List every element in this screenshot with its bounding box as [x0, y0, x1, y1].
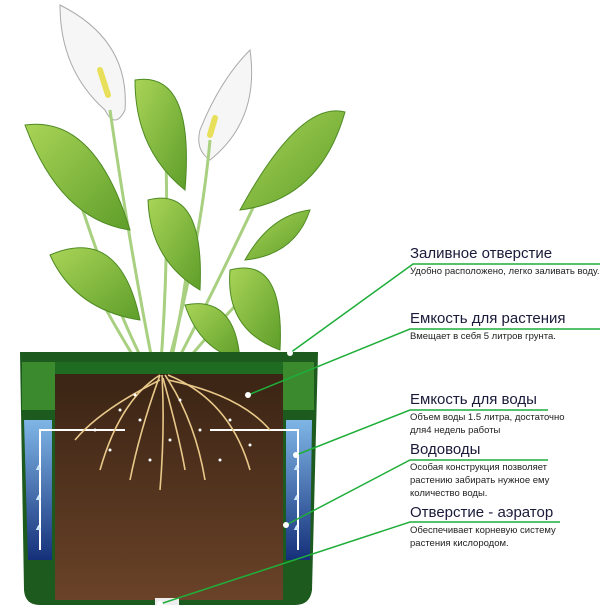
soil-granules	[93, 393, 252, 462]
plant-leaves	[24, 78, 346, 361]
svg-text:▲: ▲	[34, 492, 43, 502]
roots	[74, 374, 271, 491]
soil	[55, 372, 283, 600]
leader-lines	[159, 263, 600, 605]
callout-description: Вмещает в себя 5 литров грунта.	[410, 331, 556, 342]
callout-fill-hole: Заливное отверстие Удобно расположено, л…	[410, 245, 600, 278]
callout-title: Отверстие - аэратор	[410, 504, 554, 521]
callout-description: Обеспечивает корневую систему растения к…	[410, 525, 556, 549]
pot: ▲ ▲ ▲ ▲ ▲ ▲	[20, 352, 318, 605]
callout-aerator-hole: Отверстие - аэратор Обеспечивает корневу…	[410, 504, 570, 550]
callout-title: Водоводы	[410, 441, 481, 458]
svg-text:▲: ▲	[292, 492, 301, 502]
callout-title: Заливное отверстие	[410, 245, 553, 262]
water-reservoir-left	[24, 420, 52, 560]
svg-text:▲: ▲	[292, 522, 301, 532]
callout-description: Особая конструкция позволяет растению за…	[410, 462, 550, 499]
callout-water-channels: Водоводы Особая конструкция позволяет ра…	[410, 441, 560, 500]
callout-description: Удобно расположено, легко заливать воду.	[410, 266, 600, 277]
svg-text:▲: ▲	[34, 522, 43, 532]
svg-text:▲: ▲	[292, 462, 301, 472]
callout-description: Объем воды 1.5 литра, достаточно для4 не…	[410, 412, 565, 436]
callout-water-container: Емкость для воды Объем воды 1.5 литра, д…	[410, 391, 580, 437]
svg-text:▲: ▲	[34, 462, 43, 472]
callout-title: Емкость для воды	[410, 391, 537, 408]
flower-spathes	[59, 4, 253, 161]
callout-title: Емкость для растения	[410, 310, 566, 327]
callout-plant-container: Емкость для растения Вмещает в себя 5 ли…	[410, 310, 600, 343]
